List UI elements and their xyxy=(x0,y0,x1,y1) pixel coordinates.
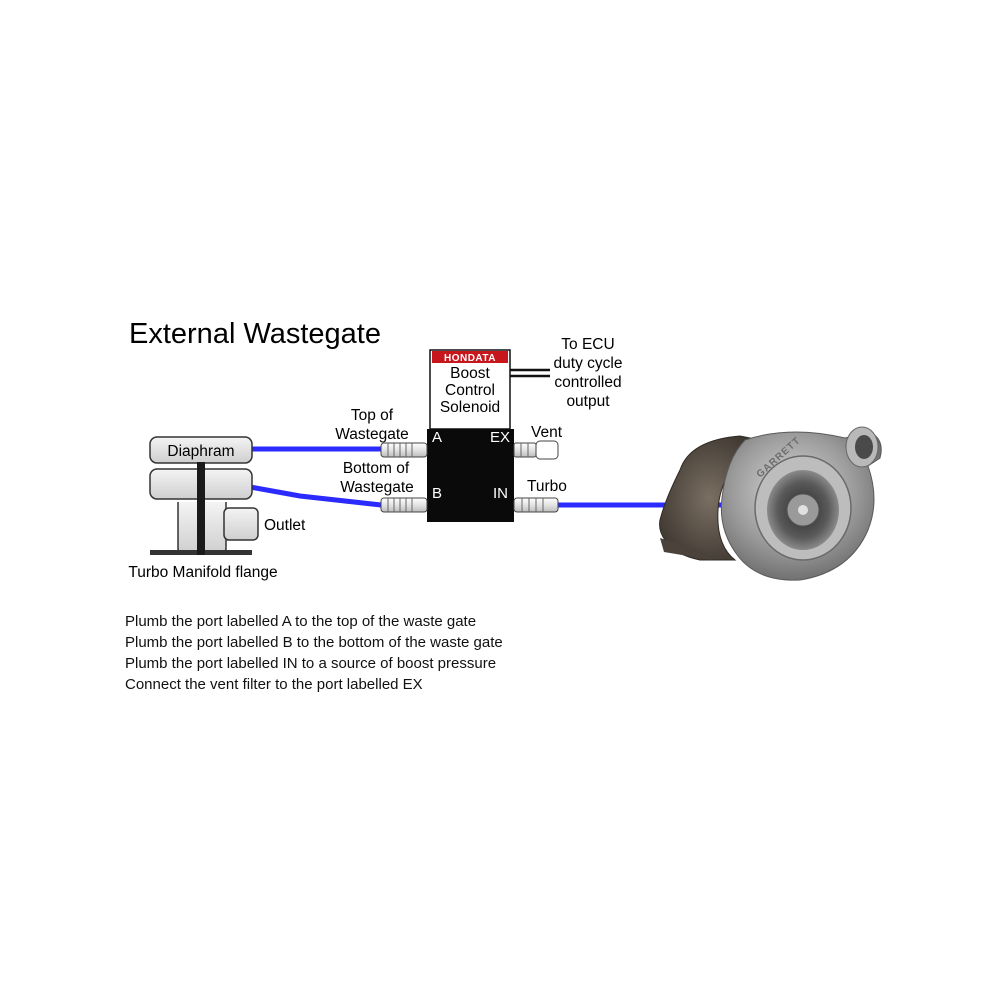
port-b-label: B xyxy=(432,485,442,502)
compressor-nut xyxy=(798,505,808,515)
instruction-item: Plumb the port labelled A to the top of … xyxy=(125,613,477,630)
port-in-label: IN xyxy=(493,485,508,502)
top-of-wastegate-line-2: Wastegate xyxy=(335,426,409,443)
ecu-label-line-1: To ECU xyxy=(561,336,614,353)
port-ex-label: EX xyxy=(490,429,510,446)
port-in-fitting xyxy=(513,497,559,513)
vent-label: Vent xyxy=(531,424,563,441)
ecu-label-line-2: duty cycle xyxy=(554,355,623,372)
solenoid-name-line-3: Solenoid xyxy=(440,399,500,416)
hose-b-to-bottom-of-wastegate xyxy=(249,484,382,508)
diaphram-label: Diaphram xyxy=(167,443,234,460)
instructions-list: Plumb the port labelled A to the top of … xyxy=(125,611,503,695)
compressor-outlet-bore xyxy=(855,435,873,459)
external-wastegate: Diaphram xyxy=(149,436,259,555)
port-a-fitting xyxy=(380,442,428,458)
solenoid-coil-housing xyxy=(429,349,511,430)
turbine-housing xyxy=(659,435,762,561)
ecu-wire xyxy=(510,368,550,378)
solenoid-name-line-2: Control xyxy=(445,382,495,399)
turbine-flange xyxy=(660,538,712,560)
ecu-label-line-3: controlled xyxy=(554,374,621,391)
hondata-badge xyxy=(432,351,508,363)
wastegate-outlet xyxy=(223,507,259,541)
turbo-manifold-flange-label: Turbo Manifold flange xyxy=(128,564,277,581)
valve-stem xyxy=(197,462,205,555)
port-b-fitting xyxy=(380,497,428,513)
port-a-label: A xyxy=(432,429,442,446)
ecu-label-line-4: output xyxy=(566,393,610,410)
top-of-wastegate-line-1: Top of xyxy=(351,407,394,424)
instruction-item: Plumb the port labelled IN to a source o… xyxy=(125,655,497,672)
hondata-logo: HONDATA xyxy=(444,353,496,364)
bottom-of-wastegate-line-1: Bottom of xyxy=(343,460,410,477)
diagram-title: External Wastegate xyxy=(129,318,381,350)
instruction-item: Plumb the port labelled B to the bottom … xyxy=(125,634,503,651)
bottom-of-wastegate-line-2: Wastegate xyxy=(340,479,414,496)
turbocharger-image: GARRETT xyxy=(659,426,882,581)
vent-filter-icon xyxy=(513,440,559,460)
boost-control-solenoid: HONDATA Boost Control Solenoid A EX B IN xyxy=(427,349,514,522)
turbo-label: Turbo xyxy=(527,478,567,495)
solenoid-name-line-1: Boost xyxy=(450,365,490,382)
solenoid-valve-block xyxy=(427,429,514,522)
outlet-label: Outlet xyxy=(264,517,306,534)
instruction-item: Connect the vent filter to the port labe… xyxy=(125,676,423,693)
